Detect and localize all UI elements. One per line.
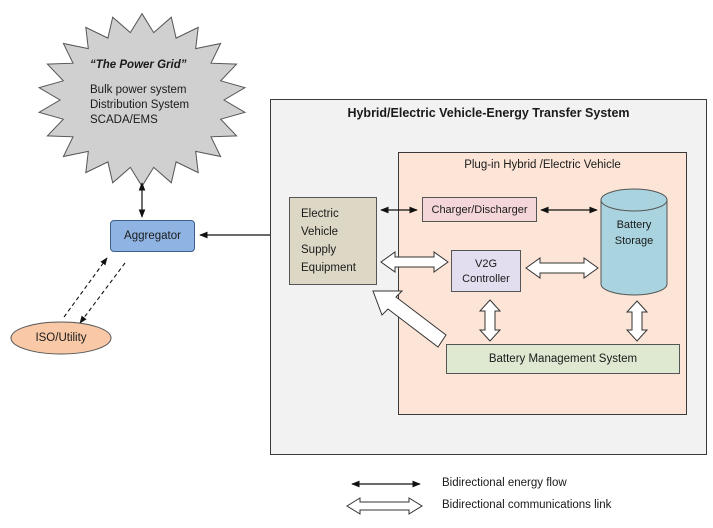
battery-line: Storage: [614, 235, 654, 247]
aggregator-label: Aggregator: [124, 230, 181, 242]
evse-line: Electric: [301, 208, 339, 220]
power-grid-line: Distribution System: [90, 99, 190, 111]
charger-discharger-box: Charger/Discharger: [422, 197, 537, 222]
legend-energy-flow-label: Bidirectional energy flow: [442, 477, 567, 489]
v2g-line: V2G: [474, 258, 497, 270]
battery-management-system-box: Battery Management System: [446, 344, 680, 374]
power-grid-title: “The Power Grid”: [90, 59, 187, 71]
power-grid-line: Bulk power system: [90, 84, 187, 96]
aggregator-box: Aggregator: [110, 220, 195, 252]
evse-line: Supply: [301, 244, 337, 256]
evse-line: Vehicle: [301, 226, 339, 238]
iso-utility-label: ISO/Utility: [35, 332, 87, 344]
vehicle-title: Plug-in Hybrid /Electric Vehicle: [464, 159, 621, 171]
system-title: Hybrid/Electric Vehicle-Energy Transfer …: [347, 106, 630, 120]
v2g-line: Controller: [462, 273, 510, 285]
power-grid-line: SCADA/EMS: [90, 114, 158, 126]
charger-label: Charger/Discharger: [431, 203, 528, 216]
v2g-controller-box: V2G Controller: [451, 250, 521, 292]
evse-line: Equipment: [301, 262, 356, 274]
battery-line: Battery: [616, 219, 652, 231]
iso-utility-ellipse: [10, 321, 112, 355]
evse-box: Electric Vehicle Supply Equipment: [289, 197, 377, 285]
battery-storage-label: Battery Storage: [601, 217, 667, 249]
power-grid-text: “The Power Grid” Bulk power system Distr…: [76, 58, 189, 128]
iso-to-aggregator-dashed-arrow: [63, 257, 108, 318]
bms-label: Battery Management System: [488, 353, 638, 365]
legend-comms-link-label: Bidirectional communications link: [442, 499, 612, 511]
aggregator-to-iso-dashed-arrow: [79, 262, 126, 324]
vehicle-box: Plug-in Hybrid /Electric Vehicle: [398, 152, 687, 415]
